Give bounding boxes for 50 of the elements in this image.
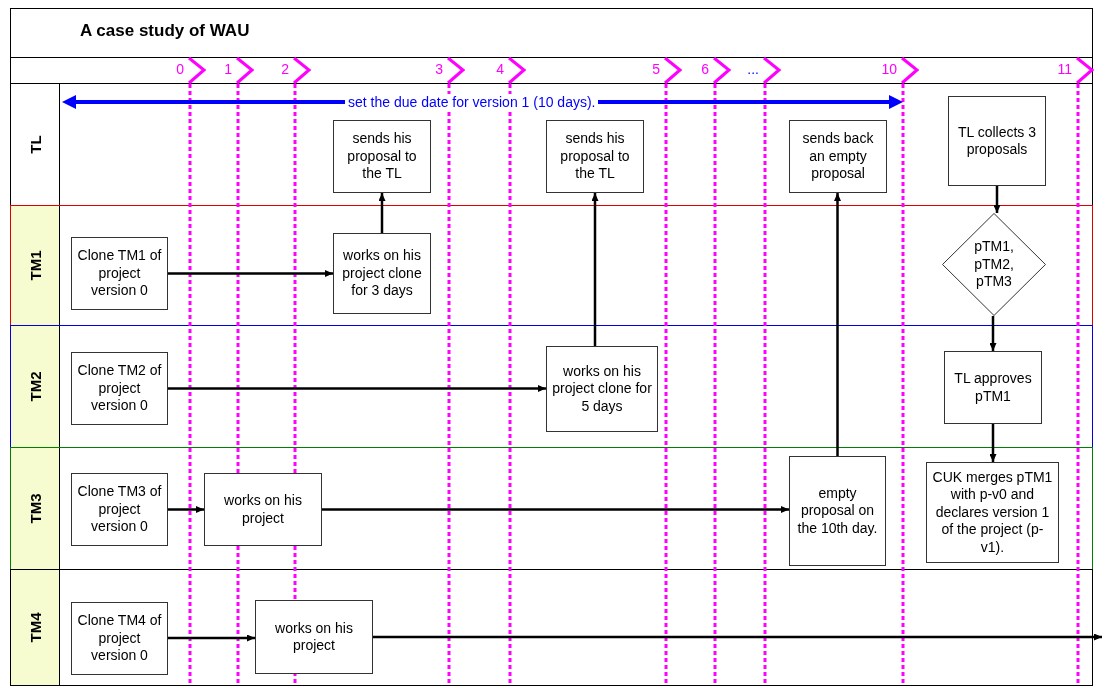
swimlane <box>10 205 1093 326</box>
swimlane <box>10 325 1093 448</box>
arrow <box>834 193 841 456</box>
process-box: TL approves pTM1 <box>944 351 1042 424</box>
time-tick-label: 0 <box>176 61 184 77</box>
decision-diamond <box>942 213 1046 316</box>
process-box: works on his project <box>255 600 373 674</box>
arrow <box>373 633 1102 641</box>
process-box: Clone TM2 of project version 0 <box>71 352 168 425</box>
decision-text: pTM1, pTM2, pTM3 <box>973 238 1015 291</box>
arrow <box>378 193 386 233</box>
process-box: works on his project <box>204 473 322 546</box>
process-box: Clone TM4 of project version 0 <box>71 602 168 675</box>
time-tick-label: 5 <box>652 61 660 77</box>
time-tick-label: 11 <box>1057 61 1072 77</box>
arrow <box>989 424 997 462</box>
diagram-title: A case study of WAU <box>80 21 250 41</box>
arrow <box>591 193 599 346</box>
lane-label: TM4 <box>26 612 44 643</box>
lane-label: TL <box>26 135 44 154</box>
arrow <box>168 506 204 513</box>
arrow <box>993 186 1001 213</box>
arrow <box>168 385 546 392</box>
lane-label: TM2 <box>26 371 44 402</box>
process-box: empty proposal on the 10th day. <box>789 456 886 566</box>
arrow <box>322 506 789 513</box>
process-box: sends his proposal to the TL <box>546 120 644 193</box>
process-box: Clone TM3 of project version 0 <box>71 473 168 546</box>
process-box: CUK merges pTM1 with p-v0 and declares version 1 of the project (p-v1). <box>926 462 1059 563</box>
process-box: Clone TM1 of project version 0 <box>71 237 168 310</box>
arrow <box>168 270 333 277</box>
swimlane <box>10 447 1093 570</box>
time-tick-label: 6 <box>701 61 709 77</box>
arrow <box>168 634 255 642</box>
process-box: works on his project clone for 3 days <box>333 233 431 314</box>
swimlane <box>10 569 1093 686</box>
process-box: sends his proposal to the TL <box>333 120 431 193</box>
time-tick-label: ... <box>747 61 759 77</box>
lane-label: TM3 <box>26 493 44 524</box>
time-tick-label: 10 <box>881 61 897 77</box>
time-tick-label: 3 <box>435 61 443 77</box>
duration-label: set the due date for version 1 (10 days). <box>345 94 599 110</box>
time-tick-label: 1 <box>224 61 232 77</box>
process-box: works on his project clone for 5 days <box>546 346 658 432</box>
time-tick-label: 2 <box>281 61 289 77</box>
time-tick-label: 4 <box>496 61 504 77</box>
lane-label: TM1 <box>26 250 44 281</box>
process-box: sends back an empty proposal <box>789 120 887 193</box>
process-box: TL collects 3 proposals <box>948 96 1046 186</box>
arrow <box>989 316 997 351</box>
